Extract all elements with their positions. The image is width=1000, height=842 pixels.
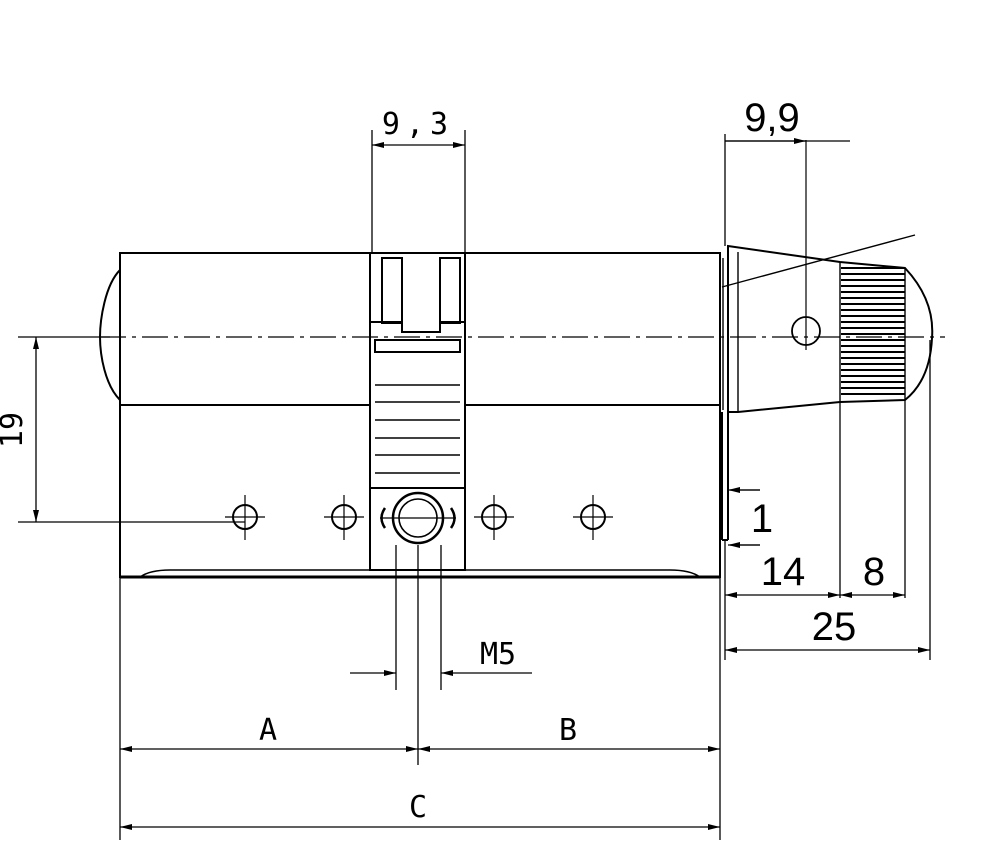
label-c: C	[409, 790, 427, 825]
label-9-9: 9,9	[744, 96, 800, 140]
lower-housing	[119, 405, 721, 578]
label-25: 25	[812, 605, 857, 649]
extension-lines	[18, 130, 931, 840]
left-end-cap	[98, 269, 121, 401]
label-9-3: 9,3	[382, 107, 454, 142]
left-upper-housing	[119, 252, 371, 406]
label-m5: M5	[480, 637, 516, 672]
cylinder-body	[98, 252, 721, 579]
cam-block	[374, 339, 461, 353]
label-14: 14	[761, 550, 806, 594]
label-19: 19	[0, 412, 30, 448]
pin-holes	[225, 495, 613, 540]
label-8: 8	[863, 550, 885, 594]
label-b: B	[559, 713, 577, 748]
knob-collar	[721, 412, 729, 541]
cam-slot-left	[381, 257, 403, 324]
right-upper-housing	[464, 252, 721, 406]
label-1: 1	[751, 497, 773, 541]
cam-housing	[369, 252, 466, 489]
cam-lip	[370, 321, 465, 333]
knob-taper-line	[721, 234, 916, 288]
label-a: A	[259, 713, 277, 748]
thumb-turn-knob	[719, 234, 934, 413]
knob-knurling	[841, 267, 905, 395]
fixing-screw-hole	[380, 491, 456, 545]
dimension-lines	[33, 138, 930, 830]
cam-section	[369, 252, 466, 571]
cam-slot-right	[439, 257, 461, 324]
